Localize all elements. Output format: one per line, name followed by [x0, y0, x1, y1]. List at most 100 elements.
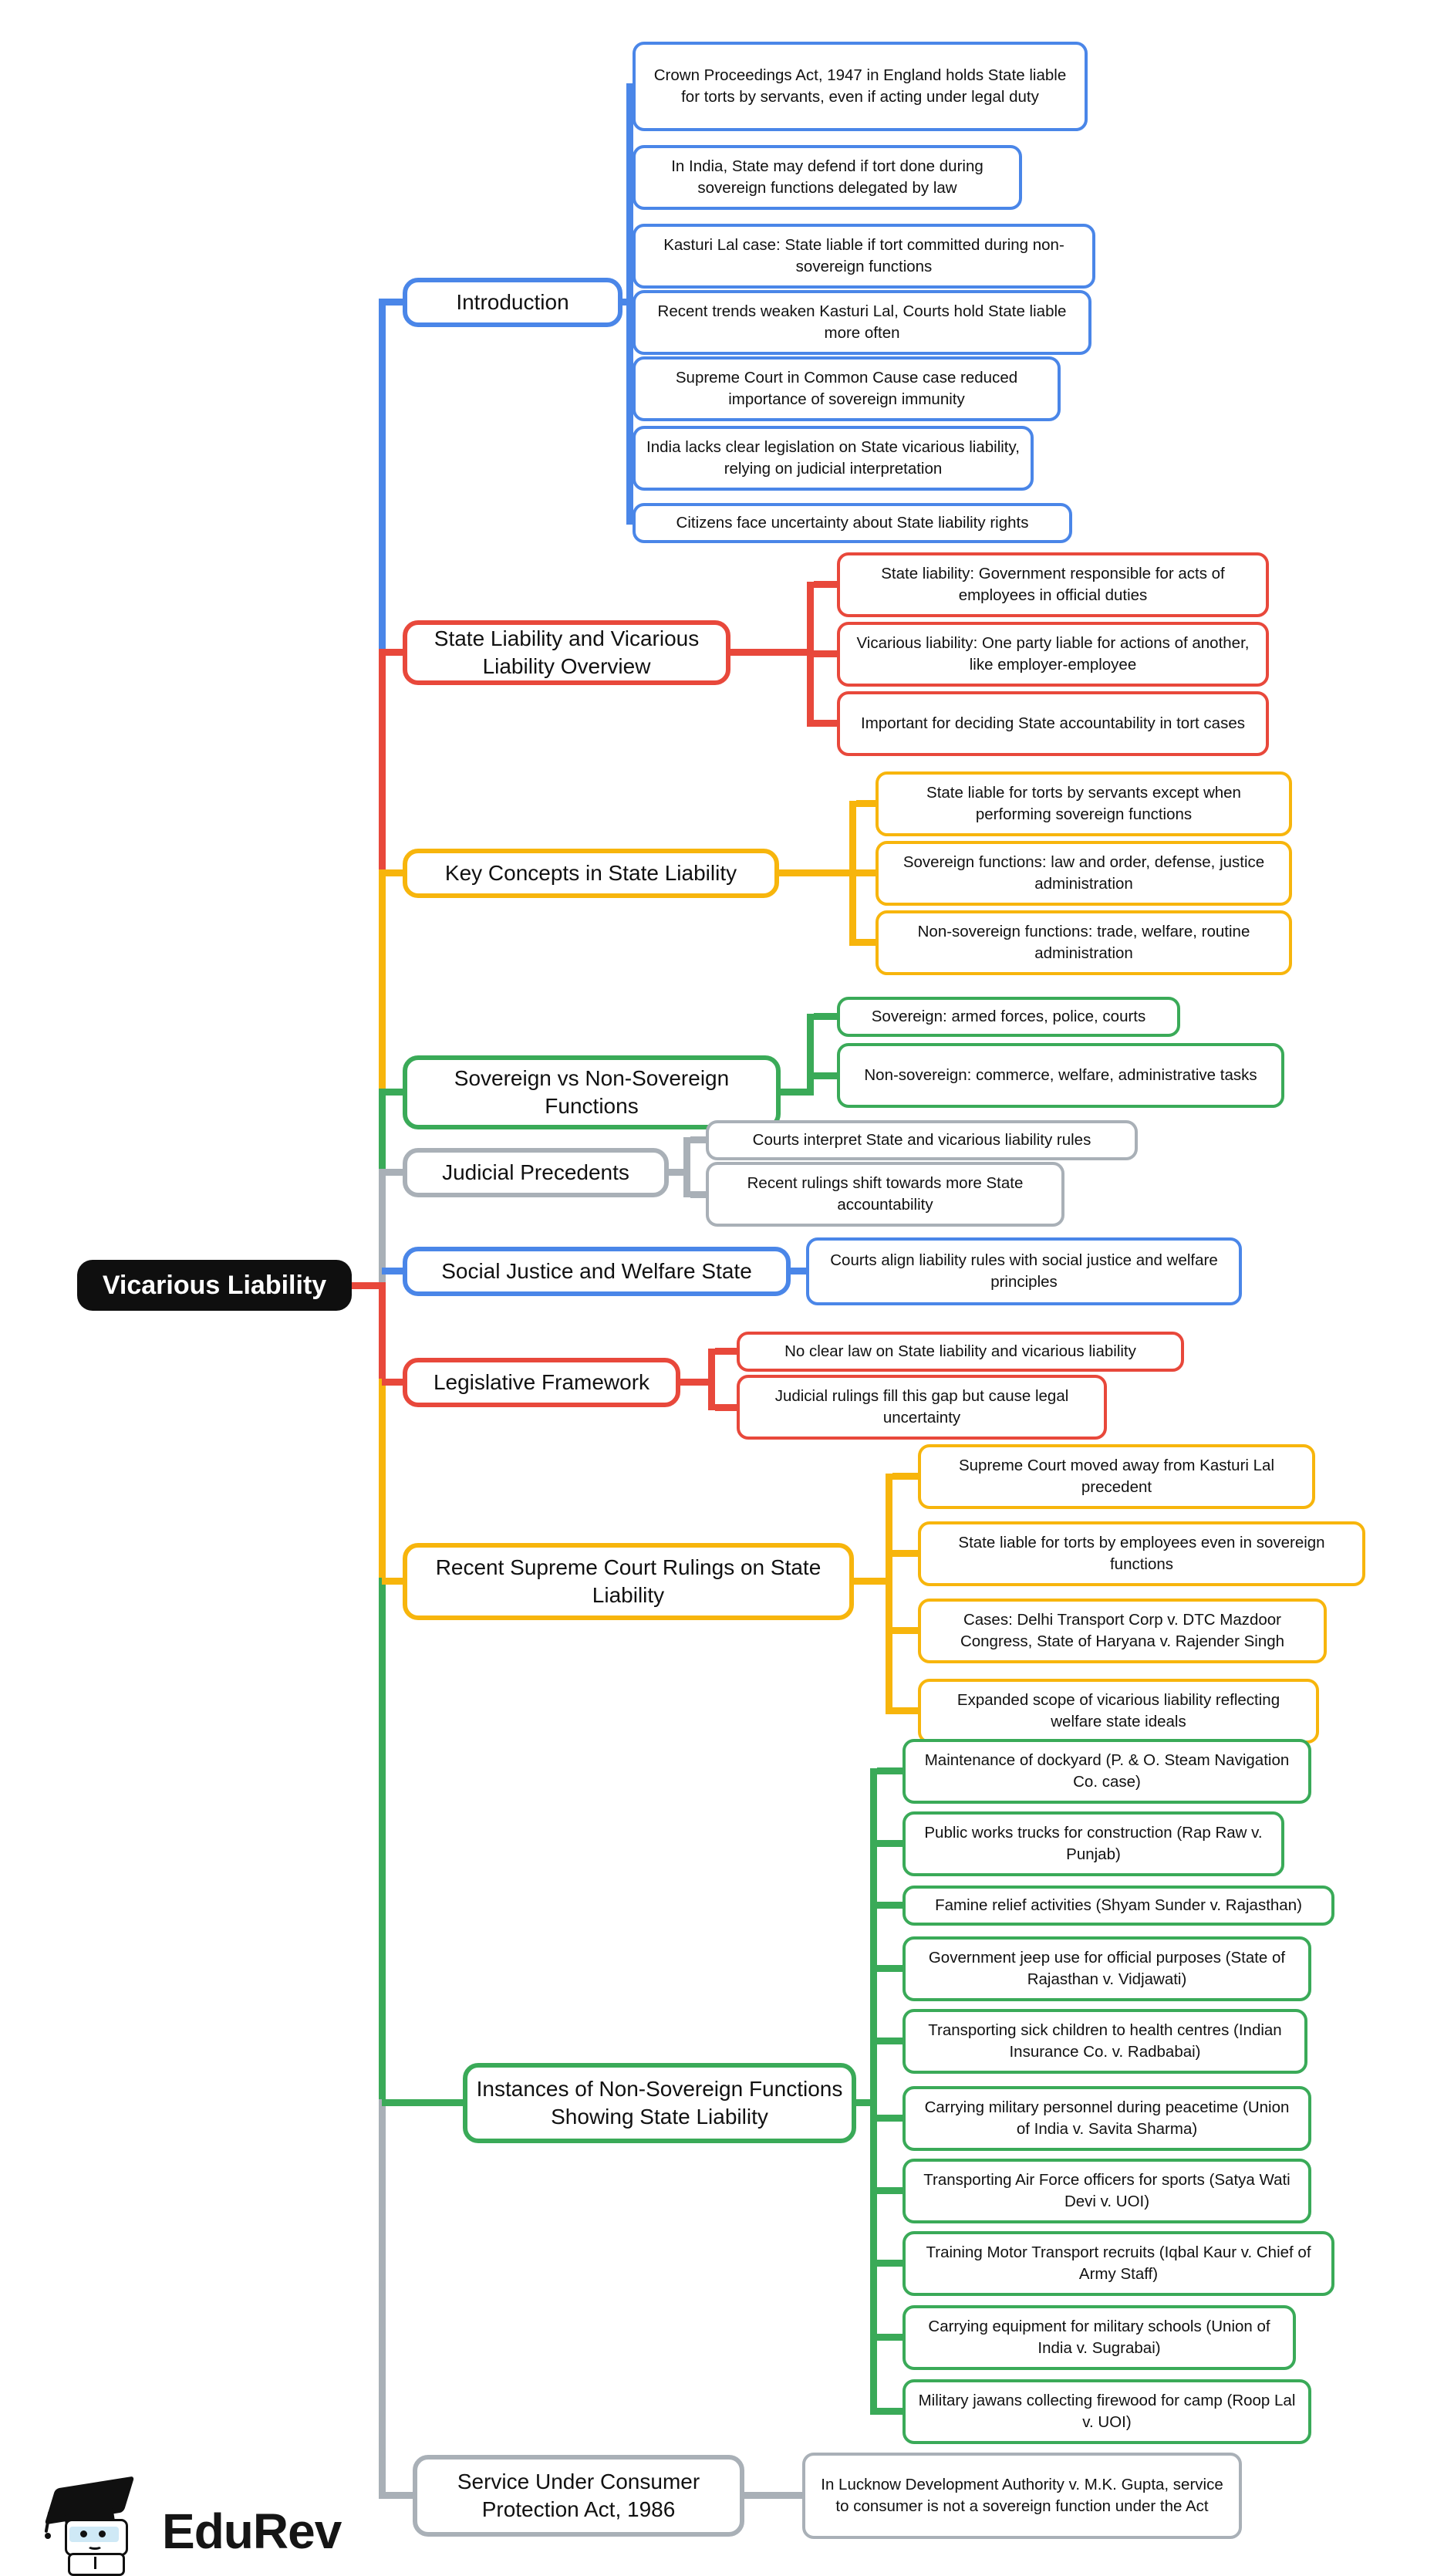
- connector-line: [892, 1627, 921, 1634]
- child-node: Judicial rulings fill this gap but cause…: [737, 1375, 1107, 1440]
- connector-line: [814, 1013, 841, 1020]
- child-node: Transporting Air Force officers for spor…: [902, 2159, 1311, 2223]
- connector-line: [382, 299, 405, 306]
- connector-line: [379, 2099, 386, 2499]
- child-node: Sovereign: armed forces, police, courts: [837, 997, 1180, 1037]
- child-node: Recent rulings shift towards more State …: [706, 1162, 1064, 1227]
- connector-line: [379, 1282, 386, 1383]
- connector-line: [690, 1136, 710, 1143]
- connector-line: [886, 1474, 892, 1714]
- connector-line: [347, 1282, 382, 1289]
- child-node: Training Motor Transport recruits (Iqbal…: [902, 2231, 1334, 2296]
- child-node: India lacks clear legislation on State v…: [633, 426, 1034, 491]
- connector-line: [667, 1169, 690, 1176]
- connector-line: [807, 1014, 814, 1096]
- connector-line: [856, 939, 879, 946]
- connector-line: [382, 1578, 405, 1585]
- connector-line: [877, 2187, 906, 2194]
- branch-sovereign-vs-non-sovereign: Sovereign vs Non-Sovereign Functions: [403, 1055, 781, 1129]
- child-node: In Lucknow Development Authority v. M.K.…: [802, 2453, 1242, 2539]
- connector-line: [877, 1840, 906, 1847]
- connector-line: [870, 1768, 877, 2415]
- branch-key-concepts: Key Concepts in State Liability: [403, 849, 779, 898]
- connector-line: [715, 1404, 740, 1411]
- child-node: State liable for torts by employees even…: [918, 1521, 1365, 1586]
- child-node: Cases: Delhi Transport Corp v. DTC Mazdo…: [918, 1599, 1327, 1663]
- child-node: Transporting sick children to health cen…: [902, 2009, 1307, 2074]
- connector-line: [382, 1268, 405, 1274]
- connector-line: [379, 1089, 386, 1173]
- connector-line: [892, 1473, 921, 1480]
- edurev-mascot-icon: [44, 2476, 149, 2576]
- connector-line: [382, 2492, 417, 2499]
- connector-line: [729, 649, 814, 656]
- child-node: Public works trucks for construction (Ra…: [902, 1811, 1284, 1876]
- branch-introduction: Introduction: [403, 278, 622, 327]
- child-node: No clear law on State liability and vica…: [737, 1332, 1184, 1372]
- child-node: Carrying equipment for military schools …: [902, 2305, 1296, 2370]
- connector-line: [379, 299, 386, 653]
- connector-line: [382, 1169, 405, 1176]
- connector-line: [379, 1578, 386, 2103]
- branch-service-consumer-protection: Service Under Consumer Protection Act, 1…: [413, 2455, 744, 2537]
- connector-line: [683, 1137, 690, 1197]
- connector-line: [877, 1902, 906, 1909]
- connector-line: [679, 1379, 711, 1386]
- connector-line: [877, 2408, 906, 2415]
- edurev-logo-text: EduRev: [162, 2503, 342, 2559]
- connector-line: [778, 869, 855, 876]
- connector-line: [626, 83, 633, 525]
- connector-line: [892, 1707, 921, 1714]
- connector-line: [743, 2492, 802, 2499]
- child-node: Sovereign functions: law and order, defe…: [876, 841, 1292, 906]
- child-node: State liable for torts by servants excep…: [876, 771, 1292, 836]
- connector-line: [382, 1379, 405, 1386]
- child-node: Crown Proceedings Act, 1947 in England h…: [633, 42, 1088, 131]
- child-node: Courts interpret State and vicarious lia…: [706, 1120, 1138, 1160]
- child-node: Government jeep use for official purpose…: [902, 1936, 1311, 2001]
- root-node-vicarious-liability: Vicarious Liability: [77, 1260, 352, 1311]
- child-node: Important for deciding State accountabil…: [837, 691, 1269, 756]
- child-node: Courts align liability rules with social…: [806, 1237, 1242, 1305]
- child-node: State liability: Government responsible …: [837, 552, 1269, 617]
- child-node: Supreme Court moved away from Kasturi La…: [918, 1444, 1315, 1509]
- connector-line: [856, 800, 879, 807]
- connector-line: [779, 1089, 814, 1096]
- child-node: Vicarious liability: One party liable fo…: [837, 622, 1269, 687]
- connector-line: [877, 2334, 906, 2341]
- child-node: In India, State may defend if tort done …: [633, 145, 1022, 210]
- connector-line: [708, 1349, 715, 1410]
- connector-line: [877, 2260, 906, 2267]
- connector-line: [379, 1379, 386, 1582]
- connector-line: [856, 869, 879, 876]
- branch-social-justice-welfare: Social Justice and Welfare State: [403, 1247, 791, 1296]
- branch-state-liability-overview: State Liability and Vicarious Liability …: [403, 620, 730, 685]
- connector-line: [877, 1767, 906, 1774]
- connector-line: [382, 1089, 405, 1096]
- child-node: Non-sovereign functions: trade, welfare,…: [876, 910, 1292, 975]
- child-node: Supreme Court in Common Cause case reduc…: [633, 356, 1061, 421]
- branch-recent-sc-rulings: Recent Supreme Court Rulings on State Li…: [403, 1543, 854, 1620]
- connector-line: [852, 1578, 889, 1585]
- child-node: Famine relief activities (Shyam Sunder v…: [902, 1886, 1334, 1926]
- child-node: Military jawans collecting firewood for …: [902, 2379, 1311, 2444]
- connector-line: [814, 1072, 841, 1079]
- connector-line: [382, 869, 405, 876]
- branch-instances-non-sovereign: Instances of Non-Sovereign Functions Sho…: [463, 2063, 856, 2143]
- connector-line: [379, 649, 386, 873]
- child-node: Carrying military personnel during peace…: [902, 2086, 1311, 2151]
- child-node: Expanded scope of vicarious liability re…: [918, 1679, 1319, 1744]
- connector-line: [382, 649, 405, 656]
- connector-line: [789, 1268, 808, 1274]
- branch-legislative-framework: Legislative Framework: [403, 1358, 680, 1407]
- branch-judicial-precedents: Judicial Precedents: [403, 1148, 669, 1197]
- connector-line: [877, 2038, 906, 2044]
- connector-line: [379, 1169, 386, 1285]
- connector-line: [814, 720, 841, 727]
- child-node: Maintenance of dockyard (P. & O. Steam N…: [902, 1739, 1311, 1804]
- child-node: Kasturi Lal case: State liable if tort c…: [633, 224, 1095, 289]
- child-node: Citizens face uncertainty about State li…: [633, 503, 1072, 543]
- connector-line: [715, 1348, 740, 1355]
- connector-line: [877, 2115, 906, 2122]
